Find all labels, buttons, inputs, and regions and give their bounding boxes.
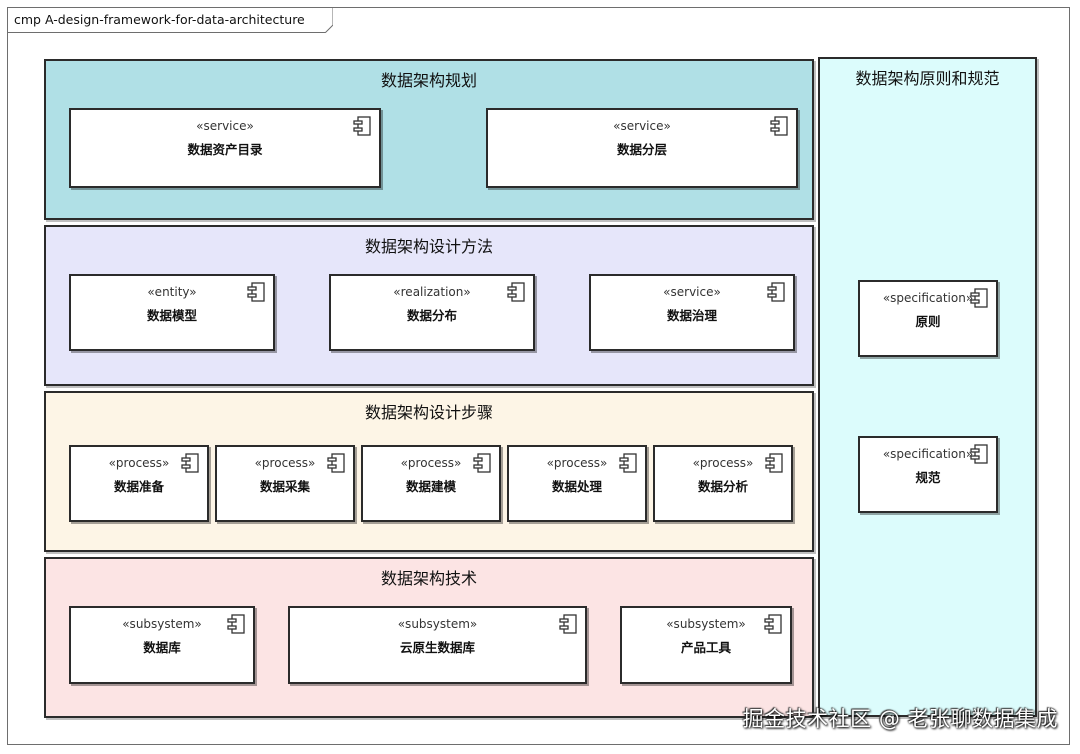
- stereotype-label: «subsystem»: [397, 617, 478, 631]
- component-icon: [181, 453, 199, 473]
- component-name: 数据分层: [616, 142, 667, 157]
- stereotype-label: «service»: [196, 119, 254, 133]
- component-name: 规范: [915, 470, 941, 485]
- component-name: 数据模型: [146, 308, 197, 323]
- component-icon: [767, 282, 785, 302]
- component-data-governance[interactable]: «service» 数据治理: [589, 274, 795, 351]
- component-cloud-native-database[interactable]: «subsystem» 云原生数据库: [288, 606, 587, 684]
- component-name: 数据分布: [406, 308, 457, 323]
- stereotype-label: «process»: [400, 456, 462, 470]
- stereotype-label: «service»: [663, 285, 721, 299]
- watermark-text: 掘金技术社区 @ 老张聊数据集成: [742, 707, 1058, 731]
- component-data-preparation[interactable]: «process» 数据准备: [69, 445, 209, 522]
- component-name: 数据建模: [405, 479, 456, 494]
- stereotype-label: «specification»: [882, 447, 974, 461]
- stereotype-label: «specification»: [882, 291, 974, 305]
- component-icon: [764, 614, 782, 634]
- package-technology[interactable]: 数据架构技术 «subsystem» 数据库 «subsystem» 云原生数据…: [44, 557, 814, 718]
- package-design-steps[interactable]: 数据架构设计步骤 «process» 数据准备 «process» 数据采集 «…: [44, 391, 814, 552]
- component-icon: [970, 444, 988, 464]
- stereotype-label: «process»: [108, 456, 170, 470]
- stereotype-label: «realization»: [393, 285, 471, 299]
- component-name: 数据资产目录: [187, 142, 263, 157]
- component-icon: [327, 453, 345, 473]
- component-data-analysis[interactable]: «process» 数据分析: [653, 445, 793, 522]
- package-principles-and-norms[interactable]: 数据架构原则和规范 «specification» 原则 «specificat…: [818, 57, 1037, 717]
- frame-tab-notch: [316, 7, 333, 33]
- component-name: 数据采集: [259, 479, 310, 494]
- package-title: 数据架构技术: [380, 569, 477, 588]
- component-icon: [247, 282, 265, 302]
- diagram-frame: [7, 7, 1070, 745]
- component-data-layering[interactable]: «service» 数据分层: [486, 108, 798, 188]
- component-name: 数据库: [143, 640, 181, 655]
- component-principles[interactable]: «specification» 原则: [858, 280, 998, 357]
- component-data-collection[interactable]: «process» 数据采集: [215, 445, 355, 522]
- component-data-modeling[interactable]: «process» 数据建模: [361, 445, 501, 522]
- component-data-model[interactable]: «entity» 数据模型: [69, 274, 275, 351]
- component-name: 产品工具: [680, 640, 731, 655]
- component-data-processing[interactable]: «process» 数据处理: [507, 445, 647, 522]
- component-name: 云原生数据库: [399, 640, 475, 655]
- component-product-tools[interactable]: «subsystem» 产品工具: [620, 606, 792, 684]
- package-title: 数据架构设计步骤: [364, 403, 493, 422]
- component-name: 数据处理: [551, 479, 602, 494]
- component-icon: [970, 288, 988, 308]
- component-norms[interactable]: «specification» 规范: [858, 436, 998, 513]
- component-icon: [770, 116, 788, 136]
- component-icon: [559, 614, 577, 634]
- stereotype-label: «process»: [254, 456, 316, 470]
- component-name: 数据治理: [666, 308, 717, 323]
- package-design-methods[interactable]: 数据架构设计方法 «entity» 数据模型 «realization» 数据分…: [44, 225, 814, 386]
- stereotype-label: «entity»: [147, 285, 197, 299]
- package-title: 数据架构原则和规范: [855, 69, 1000, 88]
- component-icon: [353, 116, 371, 136]
- component-data-asset-catalog[interactable]: «service» 数据资产目录: [69, 108, 381, 188]
- component-icon: [619, 453, 637, 473]
- component-name: 原则: [915, 314, 941, 329]
- package-title: 数据架构规划: [380, 71, 477, 90]
- component-icon: [765, 453, 783, 473]
- stereotype-label: «subsystem»: [666, 617, 746, 631]
- stereotype-label: «subsystem»: [122, 617, 202, 631]
- component-name: 数据分析: [697, 479, 748, 494]
- component-name: 数据准备: [113, 479, 164, 494]
- stereotype-label: «service»: [613, 119, 671, 133]
- component-icon: [473, 453, 491, 473]
- frame-label: cmp A-design-framework-for-data-architec…: [7, 7, 325, 33]
- component-data-distribution[interactable]: «realization» 数据分布: [329, 274, 535, 351]
- component-database[interactable]: «subsystem» 数据库: [69, 606, 255, 684]
- component-icon: [507, 282, 525, 302]
- package-planning[interactable]: 数据架构规划 «service» 数据资产目录 «service» 数据分层: [44, 59, 814, 220]
- stereotype-label: «process»: [546, 456, 608, 470]
- stereotype-label: «process»: [692, 456, 754, 470]
- package-title: 数据架构设计方法: [364, 237, 493, 256]
- component-icon: [227, 614, 245, 634]
